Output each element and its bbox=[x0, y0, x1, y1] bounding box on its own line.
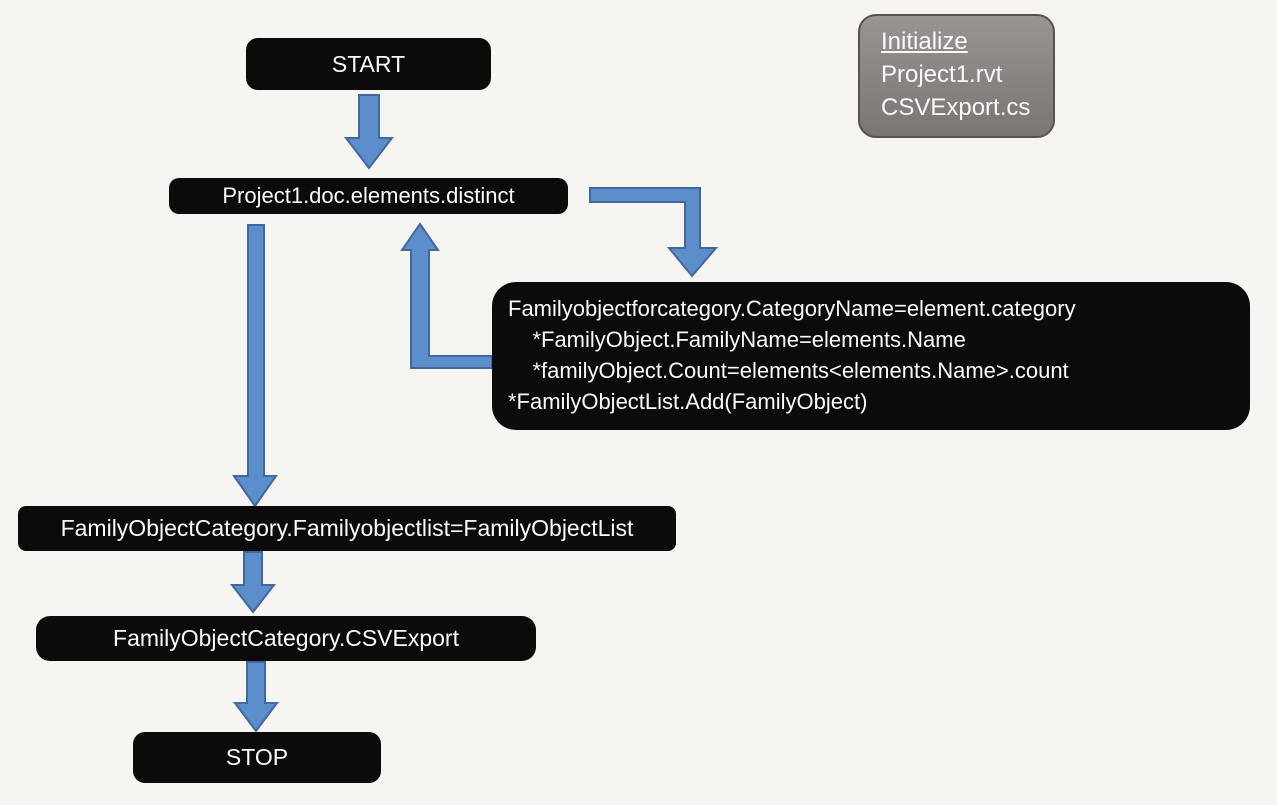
assign-node-label: FamilyObjectCategory.Familyobjectlist=Fa… bbox=[60, 515, 634, 541]
down-arrow-icon bbox=[343, 94, 395, 170]
arrow-step1-to-assign bbox=[232, 224, 278, 508]
down-arrow-icon bbox=[229, 551, 277, 614]
arrow-export-to-stop bbox=[233, 661, 279, 733]
loop-body-line: *familyObject.Count=elements<elements.Na… bbox=[508, 358, 1069, 383]
legend-item: CSVExport.cs bbox=[881, 94, 1031, 121]
arrow-step1-to-loop bbox=[589, 187, 719, 278]
loop-body-node: Familyobjectforcategory.CategoryName=ele… bbox=[492, 282, 1250, 430]
initialize-legend: Initialize Project1.rvt CSVExport.cs bbox=[858, 14, 1055, 138]
step1-node: Project1.doc.elements.distinct bbox=[169, 178, 568, 214]
elbow-up-arrow-icon bbox=[400, 222, 493, 369]
down-arrow-icon bbox=[233, 661, 279, 733]
assign-node: FamilyObjectCategory.Familyobjectlist=Fa… bbox=[18, 506, 676, 551]
export-node-label: FamilyObjectCategory.CSVExport bbox=[113, 625, 459, 651]
arrow-start-to-step1 bbox=[343, 94, 395, 170]
loop-body-line: Familyobjectforcategory.CategoryName=ele… bbox=[508, 296, 1076, 321]
start-node: START bbox=[246, 38, 491, 90]
down-arrow-icon bbox=[232, 224, 278, 508]
arrow-assign-to-export bbox=[229, 551, 277, 614]
elbow-right-down-arrow-icon bbox=[589, 187, 719, 278]
arrow-loop-to-step1 bbox=[400, 222, 493, 369]
legend-title: Initialize bbox=[881, 28, 968, 55]
start-node-label: START bbox=[331, 50, 406, 77]
legend-item: Project1.rvt bbox=[881, 61, 1003, 88]
stop-node: STOP bbox=[133, 732, 381, 783]
export-node: FamilyObjectCategory.CSVExport bbox=[36, 616, 536, 661]
stop-node-label: STOP bbox=[225, 744, 289, 770]
step1-node-label: Project1.doc.elements.distinct bbox=[222, 183, 515, 208]
loop-body-line: *FamilyObjectList.Add(FamilyObject) bbox=[508, 389, 868, 414]
loop-body-line: *FamilyObject.FamilyName=elements.Name bbox=[508, 327, 966, 352]
